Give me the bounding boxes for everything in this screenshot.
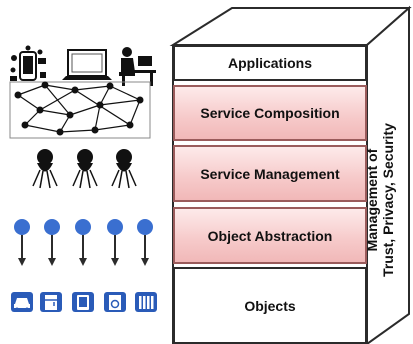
objects-label: Objects (244, 297, 296, 314)
smart-devices-icon (10, 45, 46, 81)
user-at-desk-icon (119, 47, 156, 86)
applications-layer: Applications (173, 45, 367, 81)
service-agent-icon (72, 149, 98, 189)
network-graph-icon (9, 81, 151, 139)
car-icon (11, 292, 33, 312)
washing-machine-icon (104, 292, 126, 312)
objects-layer: Objects (173, 267, 367, 344)
service-agent-icon (111, 149, 137, 189)
service-composition-layer: Service Composition (173, 85, 367, 141)
applications-label: Applications (227, 55, 312, 71)
pin-arrow-icon (44, 219, 60, 266)
service-management-label: Service Management (200, 165, 340, 182)
service-composition-label: Service Composition (200, 105, 340, 121)
pin-arrow-icon (107, 219, 123, 266)
pin-arrow-icon (137, 219, 153, 266)
object-abstraction-layer: Object Abstraction (173, 207, 367, 264)
refrigerator-icon (40, 292, 62, 312)
object-abstraction-label: Object Abstraction (207, 227, 333, 244)
service-management-layer: Service Management (173, 145, 367, 202)
pin-arrow-icon (75, 219, 91, 266)
laptop-icon (62, 49, 112, 80)
pin-arrow-icon (14, 219, 30, 266)
tablet-icon (72, 292, 94, 312)
radiator-icon (135, 292, 157, 312)
service-agent-icon (32, 149, 58, 189)
